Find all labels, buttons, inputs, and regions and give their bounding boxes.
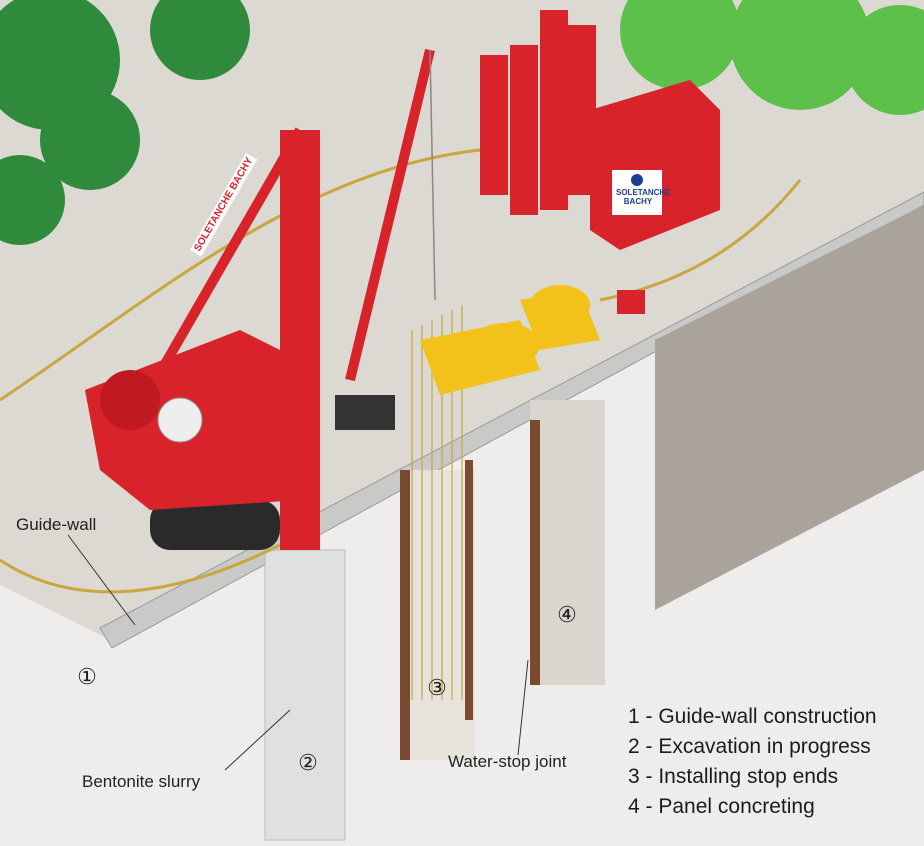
panel-2-excavation	[264, 549, 346, 841]
water-stop-joint-label: Water-stop joint	[448, 752, 567, 771]
legend-item: 3 - Installing stop ends	[628, 765, 839, 788]
concrete-trucks	[420, 285, 600, 395]
bentonite-slurry-label: Bentonite slurry	[82, 772, 201, 791]
trees-right	[620, 0, 924, 115]
stop-end-left	[400, 470, 410, 760]
hydrofraise-rig	[85, 127, 320, 550]
water-stop-joint	[530, 420, 540, 685]
leader-lines	[67, 534, 529, 771]
panel-3-stop-ends	[400, 470, 475, 760]
legend: 1 - Guide-wall construction 2 - Excavati…	[628, 702, 877, 822]
marker-4: ④	[557, 602, 577, 627]
legend-item: 4 - Panel concreting	[628, 795, 815, 818]
batching-plant	[480, 10, 720, 250]
panel-4-concreting	[530, 400, 605, 685]
crawler-crane	[345, 48, 436, 382]
marker-1: ①	[77, 664, 97, 689]
stop-end-right	[465, 460, 473, 720]
marker-2: ②	[298, 750, 318, 775]
finished-wall	[655, 205, 924, 610]
plant-brand-logo: SOLETANCHE BACHY	[616, 188, 671, 206]
trees-left	[0, 0, 250, 245]
pump	[617, 290, 645, 314]
legend-item: 1 - Guide-wall construction	[628, 705, 877, 728]
marker-3: ③	[427, 675, 447, 700]
legend-item: 2 - Excavation in progress	[628, 735, 871, 758]
crane-tracks	[335, 395, 395, 430]
guide-wall-label: Guide-wall	[16, 515, 97, 534]
